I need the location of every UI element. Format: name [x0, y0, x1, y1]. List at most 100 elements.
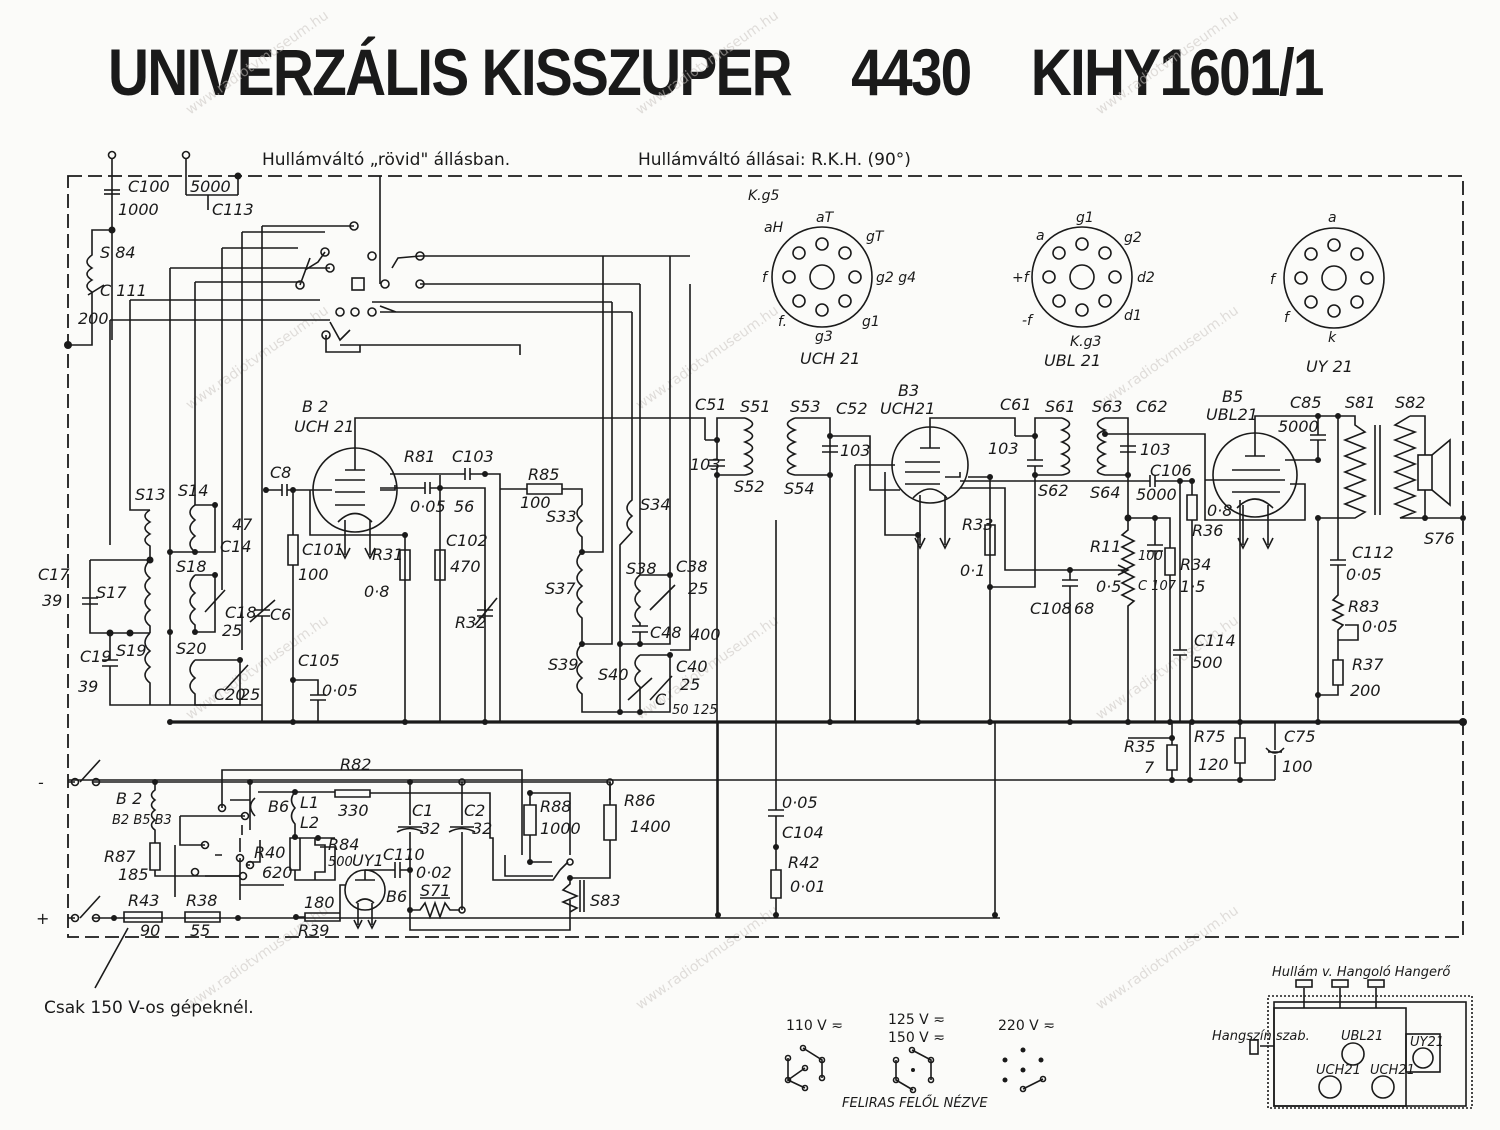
- label-r38: R38: [186, 891, 217, 910]
- wire: [289, 791, 336, 881]
- wire: [1318, 415, 1368, 519]
- wire: [189, 659, 241, 706]
- junction-dot: [482, 719, 488, 725]
- wire: [634, 284, 691, 713]
- terminal-circle: [1075, 303, 1089, 317]
- wire: [68, 229, 112, 346]
- terminal-circle: [320, 247, 330, 257]
- junction-dot: [1002, 1057, 1008, 1063]
- label-c114: C114: [1194, 631, 1236, 650]
- wire: [296, 884, 345, 922]
- terminal-circle: [91, 913, 101, 923]
- terminal-circle: [217, 803, 227, 813]
- wire: [905, 417, 1016, 485]
- terminal-circle: [771, 226, 873, 328]
- chassis-tube: UBL21: [1341, 1029, 1383, 1044]
- wire: [1105, 433, 1206, 480]
- selector-220-diagram: [1002, 1047, 1047, 1093]
- component-body: [1405, 1033, 1441, 1073]
- label-c40-value: 25: [680, 675, 700, 694]
- wire: [1285, 416, 1326, 461]
- uch21-type: UCH 21: [800, 349, 860, 368]
- label-r11-value: 0·5: [1096, 577, 1121, 596]
- label-b6: B6: [386, 887, 407, 906]
- label-c2: C2: [464, 801, 485, 820]
- junction-dot: [292, 834, 298, 840]
- wire: [1431, 438, 1451, 507]
- label-b3: B3: [898, 381, 919, 400]
- junction-dot: [315, 835, 321, 841]
- junction-dot: [1169, 735, 1175, 741]
- ubl21-pin: g2: [1124, 230, 1142, 246]
- junction-dot: [212, 572, 218, 578]
- wire: [786, 417, 831, 476]
- junction-dot: [192, 629, 198, 635]
- label-c112-value: 0·05: [1346, 565, 1382, 584]
- wire: [82, 559, 150, 634]
- wire: [620, 574, 671, 645]
- wire: [434, 549, 446, 581]
- junction-dot: [1315, 692, 1321, 698]
- minus-terminal: -: [38, 773, 44, 792]
- label-c105-value: 0·05: [322, 681, 358, 700]
- wire: [309, 490, 411, 722]
- junction-dot: [987, 474, 993, 480]
- label-s83: S83: [590, 891, 621, 910]
- label-s81: S81: [1345, 393, 1376, 412]
- label-b5: B5: [1222, 387, 1243, 406]
- output-section: C85 5000 S81 S82 S76 C112 0·05 R83 0·05 …: [1278, 393, 1466, 722]
- junction-dot: [637, 641, 643, 647]
- wire: [266, 484, 332, 496]
- junction-dot: [1125, 719, 1131, 725]
- wire: [1062, 570, 1078, 722]
- terminal-circle: [295, 280, 305, 290]
- label-s39: S39: [548, 655, 579, 674]
- label-c18: C18: [225, 603, 257, 622]
- wire: [787, 1047, 823, 1089]
- chassis-tube: UY21: [1410, 1035, 1444, 1050]
- label-s64: S64: [1090, 483, 1121, 502]
- wire: [912, 488, 948, 499]
- wire: [1022, 1078, 1044, 1090]
- wire: [224, 664, 249, 691]
- terminal-circle: [1069, 264, 1095, 290]
- label-c51-value: 103: [690, 455, 721, 474]
- terminal-circle: [190, 867, 200, 877]
- label-s37: S37: [545, 579, 576, 598]
- label-c102: C103: [452, 447, 494, 466]
- label-r36-value: 0·8: [1207, 501, 1232, 520]
- wire: [968, 476, 996, 722]
- wire: [325, 176, 690, 355]
- terminal-circle: [1098, 246, 1112, 260]
- terminal-circle: [1327, 304, 1341, 318]
- chassis-controls-label: Hullám v. Hangoló Hangerő: [1272, 965, 1451, 980]
- wire: [576, 302, 613, 645]
- label-s34: S34: [640, 495, 671, 514]
- ubl21-pin: g1: [1076, 210, 1094, 226]
- terminal-circle: [1412, 1047, 1434, 1069]
- label-s14: S14: [178, 481, 209, 500]
- wire: [504, 792, 571, 877]
- wire: [144, 509, 152, 560]
- label-s63: S63: [1092, 397, 1123, 416]
- junction-dot: [1020, 1047, 1026, 1053]
- label-r36: R36: [1192, 521, 1223, 540]
- label-r87: R87: [104, 847, 136, 866]
- label-c52-value: 103: [840, 441, 871, 460]
- junction-dot: [212, 502, 218, 508]
- wire: [365, 862, 410, 878]
- junction-dot: [1315, 719, 1321, 725]
- label-r75: R75: [1194, 727, 1225, 746]
- label-s76: S76: [1424, 529, 1455, 548]
- junction-dot: [237, 657, 243, 663]
- junction-dot: [64, 341, 72, 349]
- rf-coils: S13 S14 47 C14 S17 C17 39 S18 C18 25 S19…: [38, 226, 291, 722]
- junction-dot: [234, 172, 242, 180]
- label-c102-value: 56: [454, 497, 474, 516]
- terminal-circle: [1052, 294, 1066, 308]
- terminal-circle: [240, 811, 250, 821]
- terminal-circle: [1360, 271, 1374, 285]
- wire: [344, 520, 371, 555]
- label-c48: C48: [650, 623, 682, 642]
